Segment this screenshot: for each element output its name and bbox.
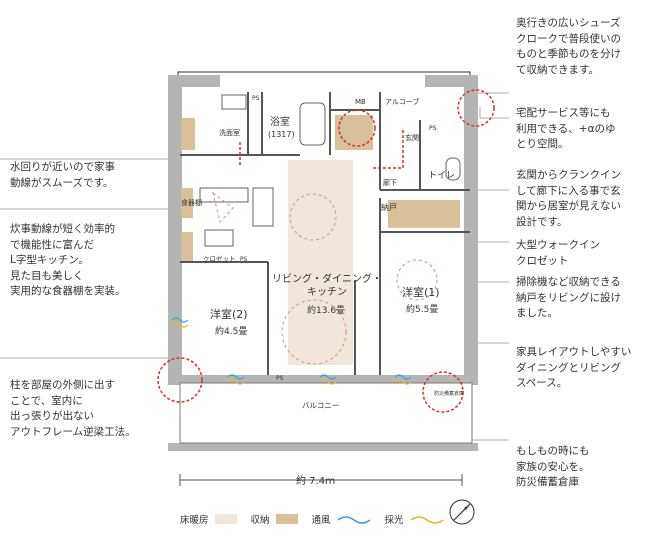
label-ps-2: PS bbox=[240, 256, 248, 263]
note-entry: 玄関からクランクイン して廊下に入る事で玄 関から居室が見えない 設計です。 bbox=[516, 169, 621, 228]
legend-storage-label: 収納 bbox=[250, 515, 270, 526]
highlight-circles bbox=[157, 89, 495, 413]
label-bath: 浴室 bbox=[270, 115, 290, 128]
note-kitchen: 炊事動線が短く効率的 で機能性に富んだ L字型キッチン。 見た目も美しく 実用的… bbox=[10, 223, 126, 297]
legend-storage-swatch bbox=[275, 514, 298, 524]
compass-icon bbox=[449, 499, 475, 525]
label-washroom: 洗面室 bbox=[219, 128, 240, 137]
label-western1-size: 約5.5畳 bbox=[406, 303, 438, 315]
ventilation-marks bbox=[171, 317, 412, 380]
label-toilet: トイレ bbox=[428, 171, 455, 181]
label-hallway: 廊下 bbox=[383, 178, 397, 187]
legend-floor-heating-label: 床暖房 bbox=[180, 515, 209, 526]
kitchen-counter bbox=[199, 187, 249, 203]
kitchen-island bbox=[252, 187, 274, 227]
legend-floor-heating-swatch bbox=[214, 514, 237, 524]
label-western2: 洋室(2) bbox=[210, 307, 248, 321]
label-alcove: アルコーブ bbox=[385, 97, 419, 106]
dimension-line bbox=[179, 474, 463, 486]
bathtub bbox=[299, 102, 326, 146]
label-ldk-1: リビング・ダイニング・ bbox=[272, 272, 382, 285]
daylight-marks bbox=[171, 322, 412, 385]
note-walkin: 大型ウォークイン クロゼット bbox=[516, 239, 600, 267]
label-shokkidana: 食器棚 bbox=[181, 198, 202, 207]
legend-daylight-icon bbox=[410, 516, 444, 524]
interior-walls bbox=[180, 92, 470, 375]
note-disaster: もしもの時にも 家族の安心を。 防災備蓄倉庫 bbox=[516, 445, 590, 488]
label-mb: MB bbox=[355, 98, 366, 106]
legend-daylight-label: 採光 bbox=[384, 515, 404, 526]
label-ps-3: PS bbox=[276, 375, 284, 382]
legend: 床暖房 収納 通風 採光 bbox=[180, 512, 444, 526]
room-labels: 浴室 (1317) 洗面室 アルコーブ MB 玄関 トイレ 廊下 納戸 リビング… bbox=[181, 95, 464, 487]
note-storage: 掃除機など収納できる 納戸をリビングに設け ました。 bbox=[516, 276, 621, 319]
washbasin bbox=[221, 94, 247, 110]
legend-ventilation-label: 通風 bbox=[311, 515, 331, 526]
light-circles bbox=[212, 191, 438, 365]
label-storage: 納戸 bbox=[381, 202, 397, 212]
label-ps-4: PS bbox=[429, 125, 437, 132]
label-ldk-2: キッチン bbox=[307, 286, 347, 298]
label-dimension: 約 7.4ｍ bbox=[296, 474, 335, 487]
label-western2-size: 約4.5畳 bbox=[215, 325, 247, 337]
balcony-area bbox=[179, 382, 473, 444]
label-disaster-store: 防災備蓄倉庫 bbox=[434, 390, 464, 397]
label-closet: クロゼット bbox=[203, 254, 236, 263]
toilet-fixture bbox=[445, 157, 461, 181]
stove bbox=[204, 229, 234, 247]
floor-heating-area bbox=[288, 160, 353, 365]
note-column: 柱を部屋の外側に出す ことで、室内に 出っ張りが出ない アウトフレーム逆梁工法。 bbox=[10, 379, 136, 438]
legend-ventilation-icon bbox=[337, 516, 370, 524]
note-layout: 家具レイアウトしやすい ダイニングとリビング スペース。 bbox=[516, 346, 632, 389]
label-ldk-size: 約13.6畳 bbox=[307, 304, 345, 316]
note-trunk: 宅配サービス等にも 利用できる、+αのゆ とり空間。 bbox=[516, 107, 616, 150]
label-balcony: バルコニー bbox=[302, 401, 339, 410]
storage-fills bbox=[181, 115, 460, 262]
note-shoes: 奥行きの広いシューズ クロークで普段使いの ものと季節ものを分け て収納できます… bbox=[516, 17, 621, 76]
note-water: 水回りが近いので家事 動線がスムーズです。 bbox=[10, 161, 115, 189]
label-western1: 洋室(1) bbox=[402, 285, 440, 299]
label-ps: PS bbox=[252, 95, 260, 102]
label-entrance: 玄関 bbox=[405, 133, 419, 142]
label-bath-size: (1317) bbox=[268, 130, 295, 139]
entry-arrows bbox=[239, 130, 404, 169]
